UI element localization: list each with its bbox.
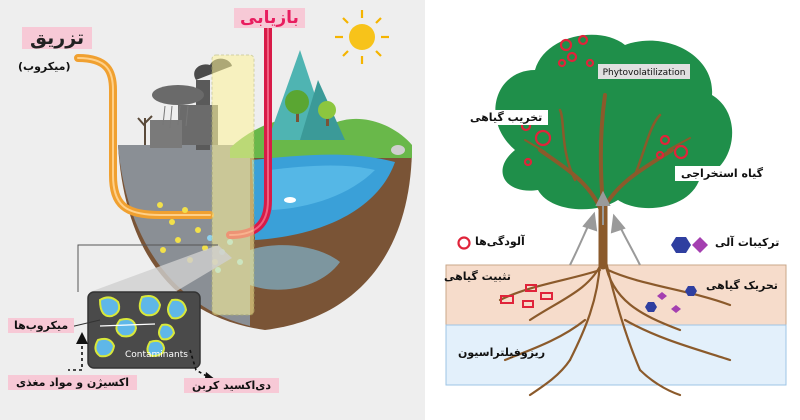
stabilization-particles	[500, 284, 553, 308]
oxygen-nutrients-label: اکسیژن و مواد مغذی	[8, 375, 137, 390]
uptake-arrows	[569, 190, 641, 266]
microbe-arrow	[99, 323, 156, 327]
organic-hexagon-icon	[671, 237, 691, 253]
stimulation-particles	[645, 286, 697, 313]
microbes-label: میکروب‌ها	[8, 318, 75, 333]
zoom-callout-beam	[90, 245, 232, 292]
rabbit-icon	[391, 145, 405, 155]
zoom-callout-bracket	[77, 244, 218, 292]
fish-icon	[284, 197, 296, 203]
groundwater-blob	[250, 245, 340, 290]
rain-cloud-icon	[152, 85, 204, 129]
phytovolatilization-box	[598, 64, 690, 79]
co2-arrow	[189, 349, 211, 379]
injection-pipe-highlight	[77, 57, 211, 216]
pollutant-legend-icon	[457, 236, 471, 250]
pollutants-label: آلودگی‌ها	[475, 235, 525, 248]
plant-degradation-label: تخریب گیاهی	[464, 110, 549, 125]
plant-stimulation-label: تحریک گیاهی	[706, 279, 778, 292]
sun-icon	[335, 10, 389, 64]
plant-extraction-label: گیاه استخراجی	[675, 166, 770, 181]
pollutant-rings	[520, 34, 689, 167]
factory-icon	[150, 58, 232, 150]
phytovolatilization-label: Phytovolatilization	[603, 68, 686, 78]
water-zone-layer	[445, 324, 787, 386]
water-highlight	[270, 165, 375, 210]
tree-icon	[285, 90, 309, 122]
oxygen-arrow	[68, 340, 83, 371]
recovery-label: بازیابی	[234, 8, 305, 28]
dead-tree-icon	[137, 115, 153, 145]
tree-small-icon	[318, 101, 336, 126]
contaminants-label: Contaminants	[125, 350, 188, 360]
treatment-zone	[211, 54, 255, 316]
plant-roots	[498, 260, 732, 397]
plant-stabilization-label: تثبیت گیاهی	[444, 270, 511, 283]
organic-diamond-icon	[692, 237, 708, 253]
microbe-cells	[94, 295, 188, 358]
microbes-paren-label: (میکروب)	[18, 60, 71, 73]
organic-compounds-label: ترکیبات آلی	[715, 236, 780, 249]
rhizofiltration-label: ریزوفیلتراسیون	[458, 346, 546, 359]
injection-label: تزریق	[22, 27, 93, 49]
oxygen-arrowhead	[76, 332, 88, 344]
co2-label: دی‌اکسید کربن	[184, 378, 280, 393]
